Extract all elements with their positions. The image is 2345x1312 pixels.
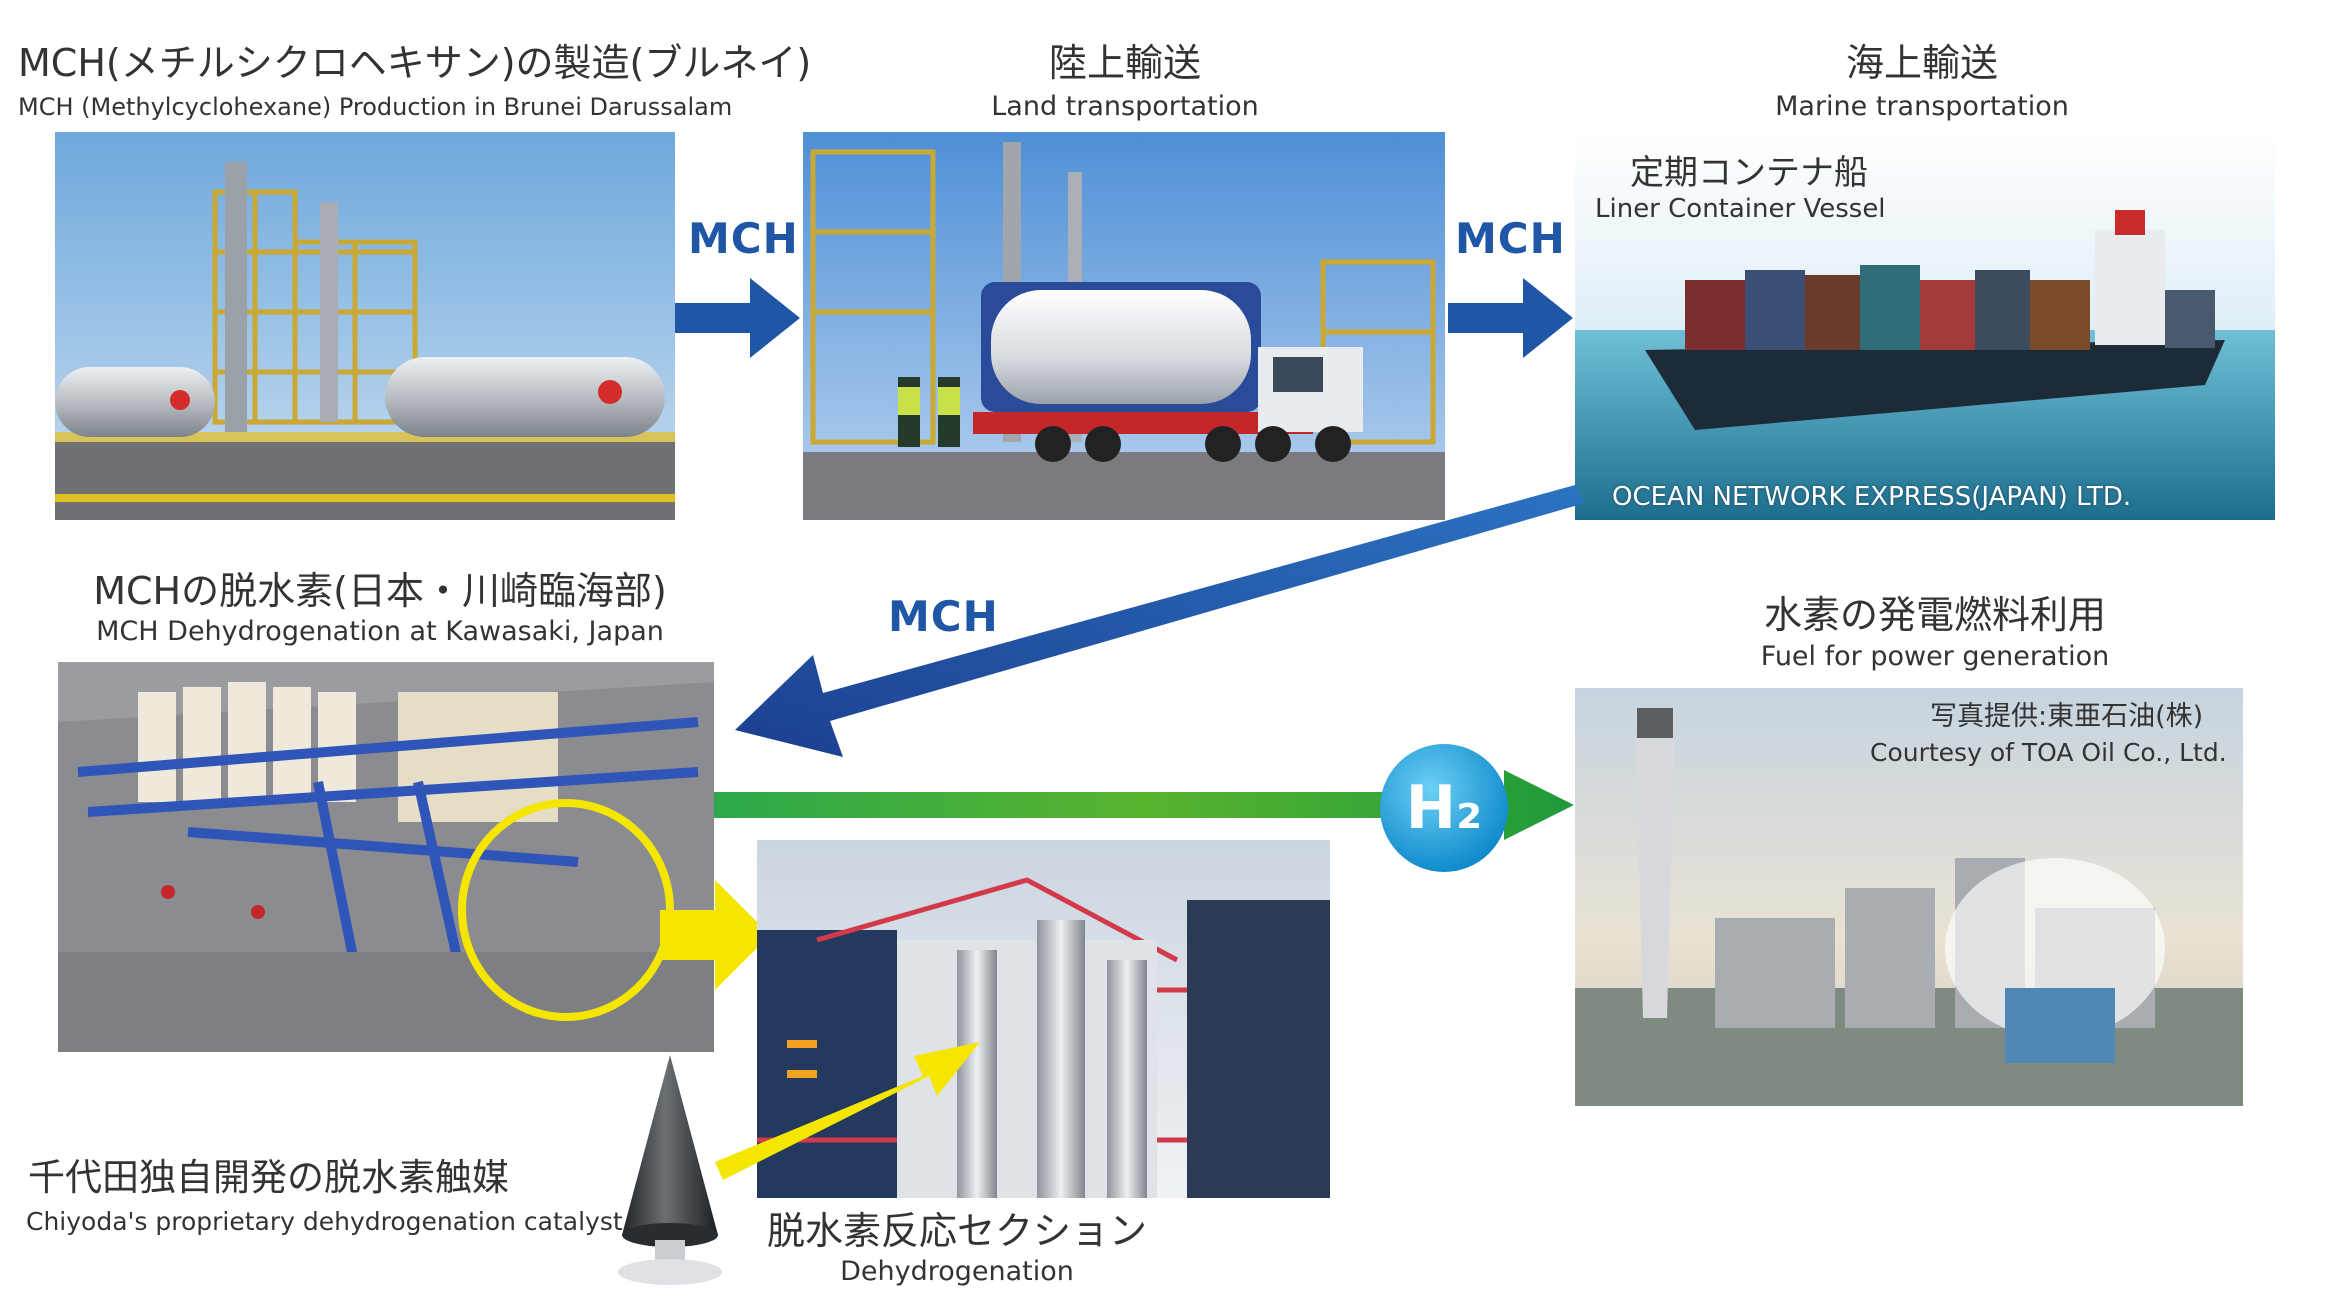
power-photo-credit-en: Courtesy of TOA Oil Co., Ltd.: [1870, 738, 2227, 767]
mch-label-3: MCH: [888, 592, 999, 641]
catalyst-cone-image: [618, 1055, 722, 1285]
production-plant-photo: [55, 132, 675, 520]
land-transport-photo: [803, 132, 1445, 520]
kawasaki-plant-photo: [58, 662, 714, 1052]
dehydrogenation-title-jp: MCHの脱水素(日本・川崎臨海部): [93, 569, 667, 613]
yellow-arrow-highlight: [660, 880, 770, 990]
mch-label-2: MCH: [1455, 214, 1566, 263]
power-photo-credit-jp: 写真提供:東亜石油(株): [1930, 701, 2204, 732]
section-title-jp: 脱水素反応セクション: [766, 1209, 1147, 1253]
yellow-arrow-catalyst: [715, 1042, 980, 1180]
dehydrogenation-section-photo: [757, 840, 1330, 1198]
marine-title-jp: 海上輸送: [1845, 41, 1998, 85]
h2-label: H₂: [1405, 773, 1483, 843]
land-title-en: Land transportation: [991, 91, 1259, 122]
vessel-label-en: Liner Container Vessel: [1595, 194, 1886, 224]
container-ship-photo: [1575, 130, 2275, 520]
blue-arrow-2: [1448, 278, 1573, 358]
blue-arrow-1: [675, 278, 800, 358]
section-title-en: Dehydrogenation: [840, 1256, 1074, 1287]
power-title-jp: 水素の発電燃料利用: [1763, 593, 2106, 637]
catalyst-title-jp: 千代田独自開発の脱水素触媒: [28, 1156, 509, 1199]
blue-diagonal-arrow: [735, 485, 1585, 757]
h2-badge-icon: [1380, 744, 1508, 872]
mch-label-1: MCH: [688, 214, 799, 263]
marine-title-en: Marine transportation: [1775, 91, 2069, 122]
vessel-label-jp: 定期コンテナ船: [1630, 153, 1868, 193]
production-title-en: MCH (Methylcyclohexane) Production in Br…: [18, 93, 733, 121]
power-plant-photo: [1575, 688, 2243, 1106]
catalyst-title-en: Chiyoda's proprietary dehydrogenation ca…: [26, 1207, 623, 1236]
production-title-jp: MCH(メチルシクロヘキサン)の製造(ブルネイ): [18, 41, 812, 85]
land-title-jp: 陸上輸送: [1048, 41, 1201, 85]
power-title-en: Fuel for power generation: [1760, 641, 2110, 672]
dehydrogenation-title-en: MCH Dehydrogenation at Kawasaki, Japan: [96, 616, 664, 647]
vessel-photo-credit: OCEAN NETWORK EXPRESS(JAPAN) LTD.: [1612, 482, 2132, 512]
green-h2-arrow: [714, 770, 1574, 840]
